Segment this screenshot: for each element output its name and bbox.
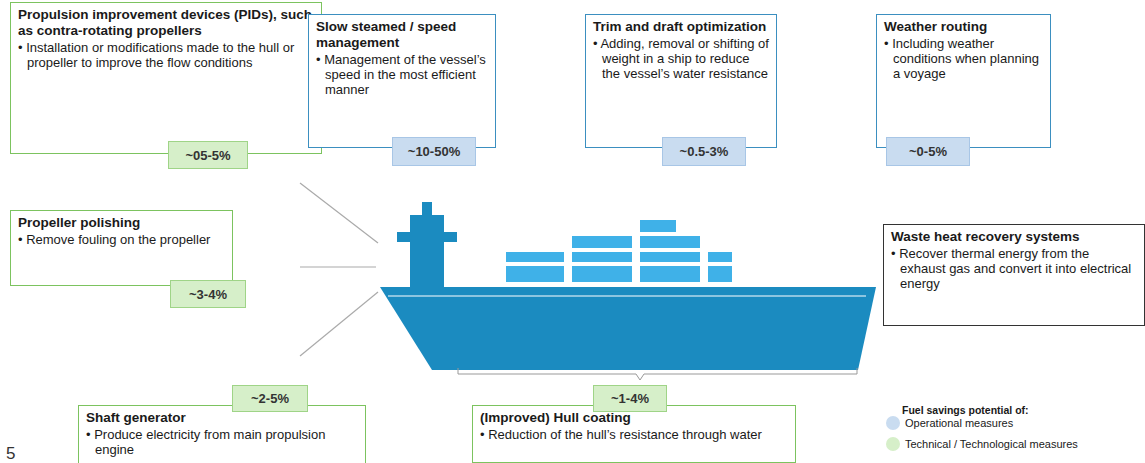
measure-description: • Remove fouling on the propeller (18, 232, 225, 247)
measure-description: • Adding, removal or shifting of weight … (593, 36, 769, 81)
technical-measure-box: (Improved) Hull coating• Reduction of th… (472, 405, 796, 463)
measure-title: (Improved) Hull coating (480, 410, 788, 426)
savings-badge: ~1-4% (593, 385, 667, 412)
savings-value: ~05-5% (185, 148, 230, 163)
operational-measure-box: Weather routing• Including weather condi… (876, 14, 1051, 148)
leader-line (300, 266, 376, 267)
measure-description: • Reduction of the hull’s resistance thr… (480, 427, 788, 442)
measure-title: Weather routing (884, 19, 1043, 35)
bracket (458, 368, 857, 380)
leader-line (300, 292, 378, 356)
legend-row: Technical / Technological measures (886, 437, 1078, 451)
measure-title: Shaft generator (86, 410, 358, 426)
savings-badge: ~0.5-3% (662, 137, 746, 166)
measure-title: Waste heat recovery systems (891, 229, 1137, 245)
legend-swatch (886, 416, 900, 430)
savings-value: ~0-5% (909, 144, 947, 159)
savings-value: ~1-4% (611, 391, 649, 406)
page-number: 5 (6, 444, 15, 463)
ship-mast (422, 202, 432, 218)
ship-bridge-wing (397, 232, 457, 242)
operational-measure-box: Trim and draft optimization• Adding, rem… (585, 14, 777, 148)
measure-title: Trim and draft optimization (593, 19, 769, 35)
technical-measure-box: Propeller polishing• Remove fouling on t… (10, 210, 233, 286)
savings-badge: ~05-5% (168, 141, 248, 169)
measure-title: Propeller polishing (18, 215, 225, 231)
savings-badge: ~2-5% (232, 385, 308, 412)
savings-badge: ~10-50% (392, 137, 476, 166)
legend-swatch (886, 437, 900, 451)
legend-title: Fuel savings potential of: (902, 404, 1029, 416)
legend-text: Technical / Technological measures (905, 438, 1078, 450)
technical-measure-box: Propulsion improvement devices (PIDs), s… (10, 2, 322, 154)
savings-value: ~0.5-3% (680, 144, 729, 159)
measure-title: Propulsion improvement devices (PIDs), s… (18, 7, 314, 39)
savings-value: ~2-5% (251, 391, 289, 406)
technical-measure-box: Waste heat recovery systems• Recover the… (883, 224, 1145, 326)
measure-description: • Including weather conditions when plan… (884, 36, 1043, 81)
ship-hull-stripe (388, 295, 866, 296)
measure-description: • Recover thermal energy from the exhaus… (891, 246, 1137, 291)
savings-badge: ~0-5% (886, 137, 970, 166)
measure-title: Slow steamed / speed management (316, 19, 488, 51)
technical-measure-box: Shaft generator• Produce electricity fro… (78, 405, 366, 463)
savings-value: ~3-4% (189, 287, 227, 302)
ship-bridge (410, 215, 444, 287)
measure-description: • Produce electricity from main propulsi… (86, 427, 358, 457)
legend-row: Operational measures (886, 416, 1013, 430)
savings-badge: ~3-4% (170, 280, 246, 308)
measure-description: • Management of the vessel’s speed in th… (316, 52, 488, 97)
measure-description: • Installation or modifications made to … (18, 40, 314, 70)
ship-hull (380, 287, 876, 370)
leader-line (300, 183, 378, 243)
legend-text: Operational measures (905, 417, 1013, 429)
savings-value: ~10-50% (408, 144, 460, 159)
ship-containers (506, 220, 732, 282)
operational-measure-box: Slow steamed / speed management• Managem… (308, 14, 496, 148)
